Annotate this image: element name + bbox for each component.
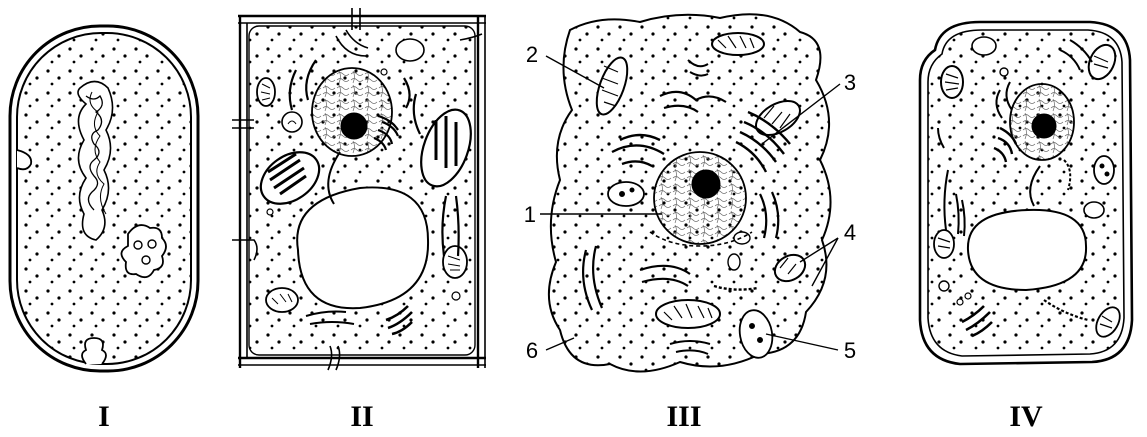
mitochondrion <box>1094 156 1114 184</box>
central-vacuole <box>968 210 1086 290</box>
label-3: 3 <box>844 70 856 95</box>
nucleolus <box>1032 114 1056 138</box>
mitochondrion <box>656 300 720 328</box>
caption-cell-iv: IV <box>986 400 1066 434</box>
mitochondrion <box>934 230 954 258</box>
central-vacuole <box>297 187 428 308</box>
membrane-invagination <box>82 338 106 364</box>
mitochondrion <box>443 246 467 278</box>
nucleolus <box>341 113 367 139</box>
mitochondrion <box>257 78 275 106</box>
cell-plant <box>920 22 1132 364</box>
nucleolus <box>692 170 720 198</box>
nucleus <box>654 152 746 244</box>
label-2: 2 <box>526 42 538 67</box>
mitochondrion <box>712 33 764 55</box>
label-4: 4 <box>844 220 856 245</box>
caption-cell-i: I <box>64 400 144 434</box>
cell-animal <box>540 14 840 371</box>
chloroplast <box>941 66 963 98</box>
label-1: 1 <box>524 202 536 227</box>
label-5: 5 <box>844 338 856 363</box>
cell-plant-tissue <box>232 8 486 370</box>
caption-cell-ii: II <box>322 400 402 434</box>
caption-cell-iii: III <box>644 400 724 434</box>
nucleus <box>312 68 392 156</box>
mitochondrion <box>266 288 298 312</box>
cell-prokaryote <box>10 26 198 371</box>
label-6: 6 <box>526 338 538 363</box>
